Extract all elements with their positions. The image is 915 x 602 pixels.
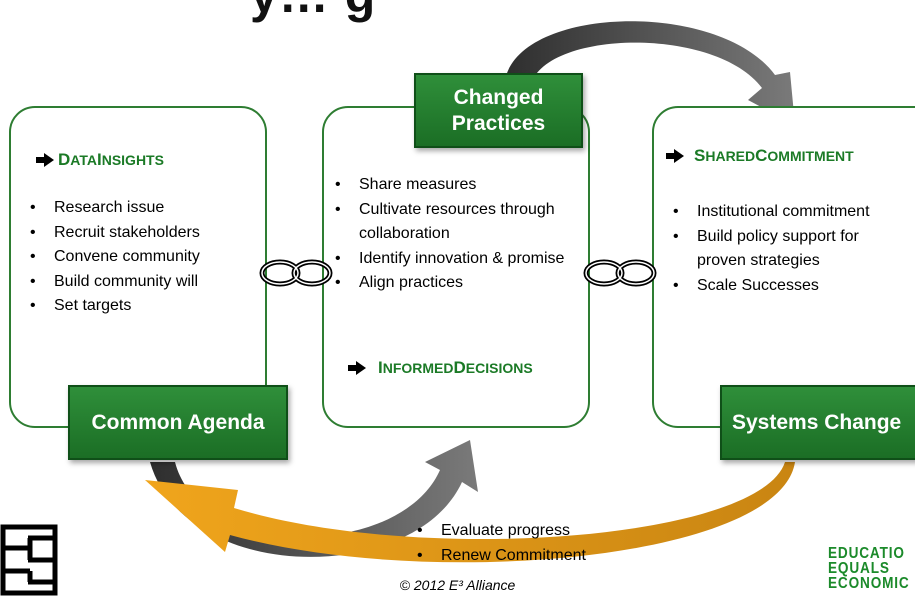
list-item: Set targets — [30, 294, 260, 319]
changed-practices-box: Changed Practices — [414, 73, 583, 148]
diagram-title: y… g — [250, 0, 376, 24]
list-item: Identify innovation & promise — [335, 247, 570, 272]
list-item: Scale Successes — [673, 274, 888, 299]
list-item: Institutional commitment — [673, 200, 888, 225]
chain-link-icon — [259, 259, 333, 287]
shared-commitment-list: Institutional commitment Build policy su… — [673, 200, 888, 298]
list-item: Renew Commitment — [417, 544, 657, 569]
list-item: Recruit stakeholders — [30, 221, 260, 246]
right-arrow-icon — [348, 361, 366, 375]
list-item: Build policy support for proven strategi… — [673, 225, 888, 274]
right-arrow-icon — [666, 149, 684, 163]
list-item: Convene community — [30, 245, 260, 270]
education-equals-economics-logo: EDUCATIO EQUALS ECONOMIC — [828, 545, 910, 592]
list-item: Share measures — [335, 173, 570, 198]
top-arrow — [505, 21, 795, 125]
right-arrow-icon — [36, 153, 54, 167]
list-item: Cultivate resources through collaboratio… — [335, 198, 570, 247]
copyright-footer: © 2012 E³ Alliance — [399, 577, 516, 593]
feedback-list: Evaluate progress Renew Commitment — [417, 519, 657, 568]
common-agenda-box: Common Agenda — [68, 385, 288, 460]
chain-link-icon — [583, 259, 657, 287]
list-item: Evaluate progress — [417, 519, 657, 544]
list-item: Research issue — [30, 196, 260, 221]
changed-practices-list: Share measures Cultivate resources throu… — [335, 173, 570, 296]
data-insights-list: Research issue Recruit stakeholders Conv… — [30, 196, 260, 319]
list-item: Build community will — [30, 270, 260, 295]
e3-alliance-logo — [0, 524, 58, 596]
systems-change-box: Systems Change — [720, 385, 915, 460]
list-item: Align practices — [335, 271, 570, 296]
